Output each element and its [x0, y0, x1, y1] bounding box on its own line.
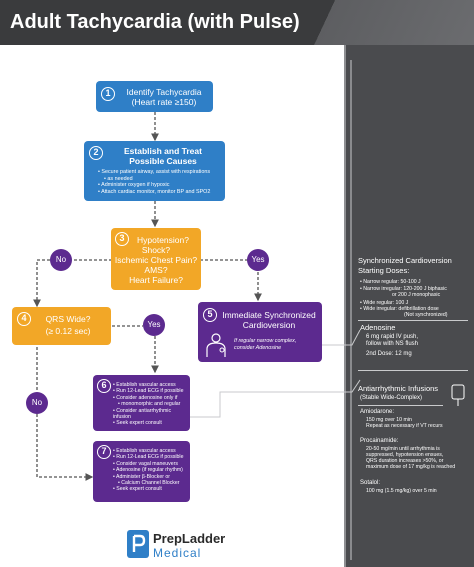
- step-7-box: 7 Establish vascular access Run 12-Lead …: [93, 441, 190, 502]
- step-7-bullet: Consider vagal maneuvers: [113, 461, 189, 467]
- step-3-title-line-1: Hypotension?: [137, 235, 189, 245]
- divider: [358, 320, 468, 321]
- step-2-box: 2 Establish and Treat Possible Causes Se…: [84, 141, 225, 201]
- prepladder-logo-mark: [127, 530, 149, 558]
- step-7-bullet: Adenosine (if regular rhythm): [113, 467, 189, 473]
- logo-text-line-1: PrepLadder: [153, 531, 226, 546]
- step-3-box: 3 Hypotension? Shock? Ischemic Chest Pai…: [111, 228, 201, 290]
- step-7-bullet: Establish vascular access: [113, 448, 189, 454]
- step-5-box: 5 Immediate Synchronized Cardioversion I…: [198, 302, 322, 362]
- adenosine-heading: Adenosine: [360, 323, 396, 332]
- step-4-number: 4: [17, 312, 31, 326]
- iv-bag-icon: [451, 384, 465, 406]
- sync-dose: or 200 J monophasic: [392, 292, 441, 298]
- step-1-number: 1: [101, 87, 115, 101]
- sync-heading-line-2: Starting Doses:: [358, 266, 410, 275]
- step-2-number: 2: [89, 146, 103, 160]
- side-panel-stripe: [350, 60, 352, 560]
- sync-dose: Wide regular: 100 J: [360, 300, 408, 307]
- step-3-title-line-5: Heart Failure?: [129, 275, 183, 285]
- step-6-bullet: Seek expert consult: [113, 420, 189, 426]
- step-3-title-line-3: Ischemic Chest Pain?: [114, 255, 198, 265]
- sotalol-dose-line: 100 mg (1.5 mg/kg) over 5 min: [366, 488, 437, 494]
- sotalol-label: Sotalol:: [360, 480, 381, 486]
- patient-icon: [206, 333, 226, 357]
- procainamide-dose-line: maximum dose of 17 mg/kg is reached: [366, 464, 456, 470]
- step-3-number: 3: [115, 232, 129, 246]
- step-6-number: 6: [97, 379, 111, 393]
- step-6-bullet: monomorphic and regular: [113, 401, 189, 407]
- divider: [358, 370, 468, 371]
- step-5-note-line-2: consider Adenosine: [234, 345, 282, 351]
- step-4-title-line-2: (≥ 0.12 sec): [45, 326, 91, 336]
- step-6-bullet: Run 12-Lead ECG if possible: [113, 388, 189, 394]
- step-5-note-line-1: If regular narrow complex,: [234, 338, 297, 344]
- step-2-title-line-2: Possible Causes: [129, 156, 197, 166]
- step-4-title-line-1: QRS Wide?: [45, 314, 91, 324]
- decision-yes-1: Yes: [247, 249, 269, 271]
- decision-no-1: No: [50, 249, 72, 271]
- sync-dose: Narrow irregular: 120-200 J biphasic: [360, 286, 447, 293]
- step-7-bullet: Run 12-Lead ECG if possible: [113, 454, 189, 460]
- sync-dose: (Not synchronized): [404, 312, 448, 318]
- step-7-bullet: Calcium Channel Blocker: [113, 480, 189, 486]
- step-7-bullets: Establish vascular access Run 12-Lead EC…: [113, 448, 189, 493]
- page-title: Adult Tachycardia (with Pulse): [10, 11, 300, 33]
- sync-dose: Narrow regular: 50-100 J: [360, 279, 420, 286]
- logo-p-icon: [132, 534, 146, 552]
- step-5-title-line-1: Immediate Synchronized: [222, 310, 316, 320]
- step-7-bullet: Seek expert consult: [113, 486, 189, 492]
- step-2-bullet: Secure patient airway, assist with respi…: [98, 169, 223, 176]
- decision-no-2: No: [26, 392, 48, 414]
- step-1-title-line-1: Identify Tachycardia: [126, 87, 202, 97]
- step-2-bullet: Attach cardiac monitor, monitor BP and S…: [98, 189, 223, 196]
- procainamide-dose-line: suppressed, hypotension ensues,: [366, 452, 444, 458]
- step-2-bullet: as needed: [98, 176, 223, 183]
- logo-text-line-2: Medical: [153, 546, 202, 560]
- infusions-heading-line-1: Antiarrhythmic Infusions: [358, 384, 439, 393]
- step-6-bullet: Consider antiarrhythmic infusion: [113, 408, 189, 421]
- step-7-bullet: Administer β-Blocker or: [113, 474, 189, 480]
- step-6-bullet: Consider adenosine only if: [113, 395, 189, 401]
- amiodarone-label: Amiodarone:: [360, 409, 395, 415]
- step-7-number: 7: [97, 445, 111, 459]
- header-accent: [300, 0, 474, 45]
- amiodarone-dose-line: Repeat as necessary if VT recurs: [366, 423, 443, 429]
- amiodarone-dose-line: 150 mg over 10 min: [366, 417, 412, 423]
- step-5-number: 5: [203, 308, 217, 322]
- step-5-title-line-2: Cardioversion: [242, 320, 296, 330]
- decision-yes-2: Yes: [143, 314, 165, 336]
- step-3-title-line-2: Shock?: [141, 245, 171, 255]
- adenosine-second-dose: 2nd Dose: 12 mg: [366, 351, 412, 357]
- step-6-box: 6 Establish vascular access Run 12-Lead …: [93, 375, 190, 431]
- adenosine-line-2: follow with NS flush: [366, 341, 419, 347]
- divider: [358, 405, 443, 406]
- step-1-box: 1 Identify Tachycardia (Heart rate ≥150): [96, 81, 213, 112]
- sync-dose: Wide irregular: defibrillation dose: [360, 306, 439, 313]
- step-2-bullets: Secure patient airway, assist with respi…: [98, 169, 223, 195]
- procainamide-label: Procainamide:: [360, 438, 399, 444]
- adenosine-line-1: 6 mg rapid IV push,: [366, 334, 419, 340]
- infusions-heading-line-2: (Stable Wide-Complex): [360, 395, 423, 401]
- procainamide-dose-line: 20-50 mg/min until arrhythmia is: [366, 446, 440, 452]
- step-2-title-line-1: Establish and Treat: [124, 146, 202, 156]
- step-1-title-line-2: (Heart rate ≥150): [131, 97, 197, 107]
- procainamide-dose-line: QRS duration increases >50%, or: [366, 458, 444, 464]
- step-3-title-line-4: AMS?: [144, 265, 168, 275]
- step-6-bullets: Establish vascular access Run 12-Lead EC…: [113, 382, 189, 427]
- step-6-bullet: Establish vascular access: [113, 382, 189, 388]
- step-2-bullet: Administer oxygen if hypoxic: [98, 182, 223, 189]
- step-4-box: 4 QRS Wide? (≥ 0.12 sec): [12, 307, 111, 345]
- sync-heading-line-1: Synchronized Cardioversion: [358, 256, 452, 265]
